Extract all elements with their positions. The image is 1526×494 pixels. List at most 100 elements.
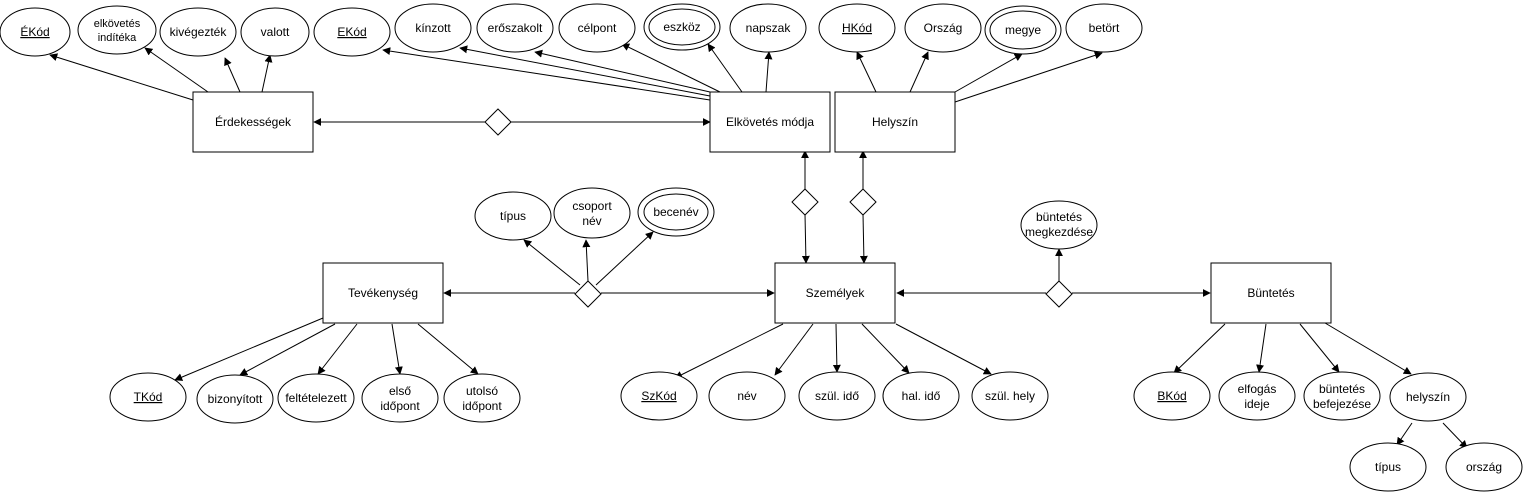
edge-tev-elso	[391, 323, 403, 375]
attr-buntetes-megkezdese-label-2: megkezdése	[1025, 225, 1093, 239]
attr-csoport-nev	[553, 187, 631, 239]
connectors	[49, 43, 1468, 449]
attr-megye-inner	[989, 10, 1057, 50]
attr-elfogas-ideje-label-2: ideje	[1244, 397, 1270, 411]
relationship-diamond-erdekessegek-elkovetes	[484, 108, 512, 136]
attr-utolso-idopont-label-2: időpont	[462, 399, 502, 413]
attr-bizonyitott-label: bizonyított	[208, 392, 263, 406]
edge-b-bkod	[1173, 323, 1226, 374]
attr-hal-ido	[882, 371, 960, 421]
edge-hb-orszag	[1442, 422, 1468, 449]
attr-betort-label: betört	[1089, 21, 1120, 35]
edge-b-helyszin	[1319, 319, 1412, 375]
attr-bizonyitott	[196, 374, 274, 424]
attr-elkovetes-inditeka-label-1: elkövetés	[94, 18, 141, 30]
attr-szul-hely-label: szül. hely	[985, 389, 1035, 403]
relationship-diamond-szemelyek-buntetes	[1045, 280, 1073, 308]
attr-elso-idopont	[361, 373, 439, 423]
attr-tkod	[109, 372, 187, 422]
edge-erdekessegek-inditeka	[144, 47, 209, 93]
edge-helyszin-orszag	[909, 51, 929, 93]
attr-elso-idopont-label-2: időpont	[380, 399, 420, 413]
edge-sz-szkod	[674, 323, 784, 379]
edge-sz-hal-ido	[861, 323, 910, 374]
attr-nev	[708, 371, 786, 421]
edge-sz-szul-hely	[895, 323, 992, 375]
edge-elkovetes-ekod	[382, 47, 711, 101]
entity-elkovetes-modja	[709, 91, 831, 153]
attr-becenev-inner	[643, 193, 709, 231]
attr-buntetes-befejezese-label-2: befejezése	[1313, 397, 1371, 411]
attr-nev-label: név	[737, 389, 756, 403]
entity-buntetes-label: Büntetés	[1247, 286, 1294, 300]
attr-ekod-erdekessegek-label: ÉKód	[20, 24, 49, 39]
relationships	[484, 108, 1073, 308]
attr-feltetelezett	[277, 373, 355, 423]
edge-erdekessegek-kivegeztek	[224, 57, 241, 93]
attr-bkod-label: BKód	[1157, 389, 1186, 403]
entity-buntetes	[1210, 262, 1332, 324]
edge-elkovetes-kinzott	[459, 45, 711, 97]
attr-tipus-tevekenyseg-label: típus	[500, 209, 526, 223]
edge-elkovetes-celpont	[621, 43, 721, 93]
attr-elfogas-ideje	[1218, 371, 1296, 421]
attr-celpont-label: célpont	[578, 21, 617, 35]
relationship-diamond-helyszin-szemelyek	[849, 188, 877, 216]
edge-tev-bizonyitott	[239, 323, 336, 376]
attr-elkovetes-inditeka	[77, 5, 157, 55]
attr-eszkoz-inner	[648, 8, 716, 46]
edge-elkovetes-napszak	[764, 51, 773, 93]
edge-rel4-tipus	[523, 239, 581, 286]
entity-erdekessegek-label: Érdekességek	[215, 114, 292, 129]
edge-b-elfogas	[1256, 323, 1267, 373]
edge-helyszin-hkod	[856, 51, 877, 93]
attr-utolso-idopont-label-1: utolsó	[466, 384, 498, 398]
attr-tipus-helyszin-label: típus	[1375, 460, 1401, 474]
relationship-diamond-tevekenyseg-szemelyek	[574, 280, 602, 308]
edge-elkovetes-eszkoz	[707, 43, 743, 93]
attr-elfogas-ideje-label-1: elfogás	[1238, 382, 1277, 396]
attr-bkod	[1133, 371, 1211, 421]
attr-ekod-label: EKód	[337, 25, 366, 39]
edge-tev-tkod	[174, 317, 324, 381]
attr-kinzott-label: kínzott	[415, 21, 451, 35]
attr-buntetes-befejezese	[1303, 371, 1381, 421]
attr-celpont	[558, 3, 636, 53]
attr-eroszakolt	[476, 3, 554, 53]
attr-orszag-helyszin	[904, 3, 982, 53]
edge-helyszin-betort	[954, 51, 1103, 103]
attr-orszag-helyszin-b-label: ország	[1466, 460, 1502, 474]
relationship-diamond-elkovetes-szemelyek	[791, 188, 819, 216]
attr-napszak-label: napszak	[746, 21, 792, 35]
attr-szkod	[620, 371, 698, 421]
entity-tevekenyseg	[322, 262, 444, 324]
edge-rel4-csoport	[582, 239, 591, 282]
attr-valott	[240, 7, 310, 57]
attr-kivegeztek-label: kivégezték	[170, 25, 228, 39]
attr-napszak	[729, 3, 807, 53]
attr-szkod-label: SzKód	[641, 389, 676, 403]
attr-tipus-helyszin	[1349, 442, 1427, 492]
attr-ekod	[313, 7, 391, 57]
attr-hal-ido-label: hal. idő	[902, 389, 941, 403]
attr-betort	[1065, 3, 1143, 53]
attr-szul-ido	[798, 371, 876, 421]
edge-helyszin-megye	[954, 53, 1023, 93]
attr-tipus-tevekenyseg	[474, 191, 552, 241]
edge-elkovetes-eroszakolt	[534, 49, 711, 93]
attributes: ÉKód elkövetés indítéka kivégezték valot…	[0, 3, 1523, 492]
attr-buntetes-megkezdese	[1020, 200, 1098, 250]
attr-buntetes-megkezdese-label-1: büntetés	[1036, 210, 1082, 224]
attr-elkovetes-inditeka-label-2: indítéka	[98, 32, 137, 44]
attr-csoport-nev-label-1: csoport	[572, 199, 612, 213]
attr-feltetelezett-label: feltételezett	[285, 391, 347, 405]
attr-becenev-label: becenév	[653, 205, 698, 219]
edge-erdekessegek-ekod	[49, 53, 194, 101]
edge-b-befejezese	[1299, 323, 1340, 373]
attr-szul-ido-label: szül. idő	[815, 389, 859, 403]
attr-elso-idopont-label-1: első	[389, 384, 411, 398]
attr-tkod-label: TKód	[134, 390, 163, 404]
attr-megye-label: megye	[1005, 23, 1041, 37]
entity-szemelyek	[774, 262, 896, 324]
